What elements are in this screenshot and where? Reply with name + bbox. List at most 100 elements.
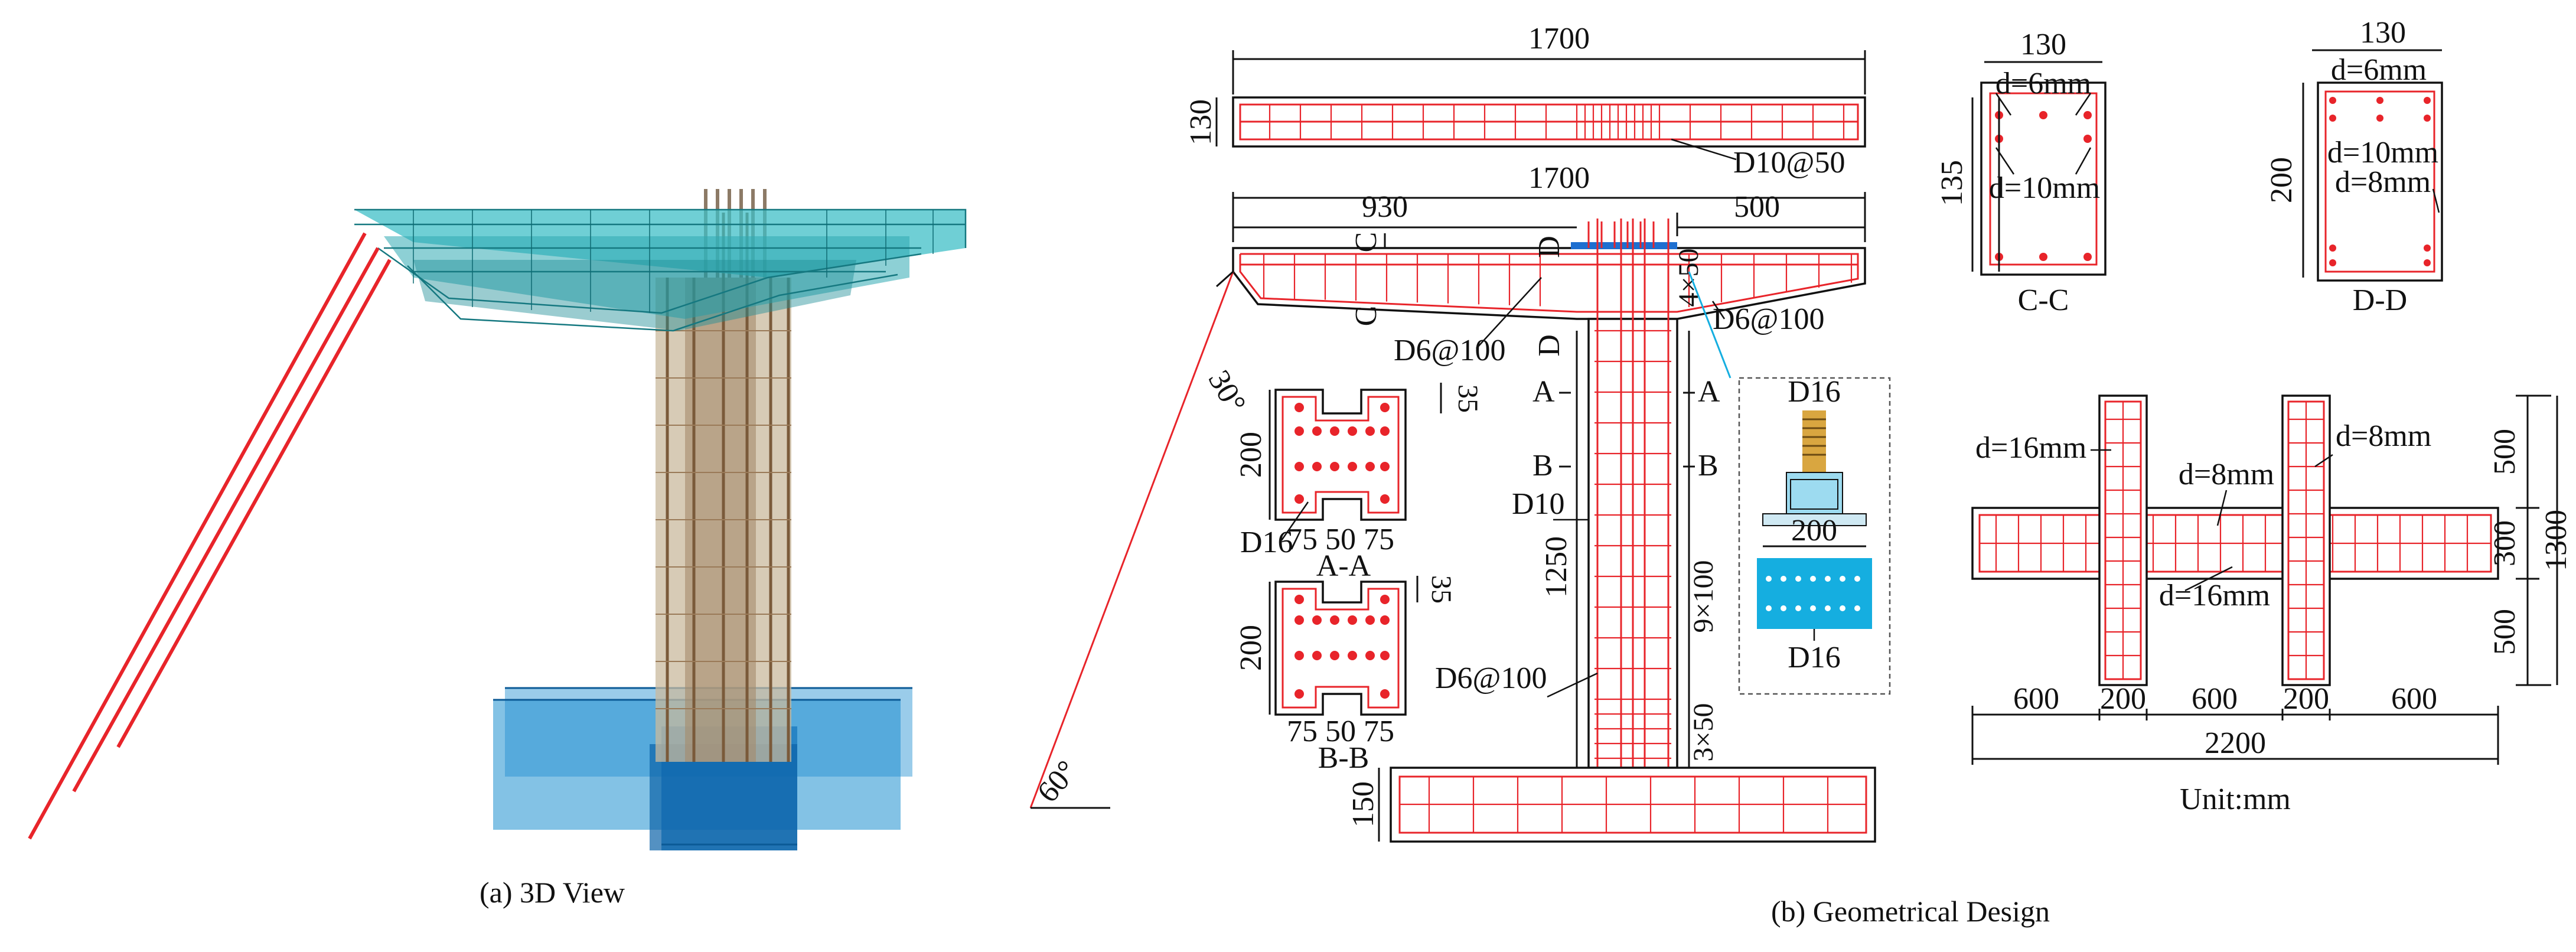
footing-plan: d=16mm d=8mm d=8mm d=16mm 600 200 600 20… [1971, 395, 2573, 816]
rebar-dot [2329, 115, 2336, 122]
rebar-dot [1294, 615, 1304, 625]
rebar-dot [1294, 426, 1304, 436]
caption-b: (b) Geometrical Design [1771, 895, 2050, 928]
dd-width: 130 [2360, 16, 2406, 50]
bb-height: 200 [1234, 625, 1268, 671]
rebar-dot [1825, 605, 1831, 611]
rebar-dot [2039, 253, 2047, 261]
3d-cables [28, 232, 392, 840]
geometrical-design: 1700 130 D10@50 1700 930 500 [1029, 16, 2573, 928]
sec-a-right: A [1698, 375, 1720, 409]
rebar-dot [1766, 605, 1772, 611]
rebar-dot [1294, 462, 1304, 471]
section-d-top: D [1532, 236, 1566, 258]
rebar-dot [1294, 595, 1304, 604]
rebar-dot [1294, 651, 1304, 660]
dd-stirrup: d=6mm [2331, 53, 2427, 87]
rebar-dot [1330, 651, 1339, 660]
footing-elevation: 150 [1346, 767, 1876, 843]
plan-d8-right: d=8mm [2336, 419, 2431, 453]
angle-30: 30° [1202, 365, 1253, 419]
angle-60: 60° [1031, 754, 1084, 808]
anchor-bar-top: D16 [1788, 375, 1841, 409]
rebar-dot [1380, 494, 1390, 504]
3d-deck [354, 208, 967, 332]
plan-unit: Unit:mm [2180, 783, 2291, 816]
plan-w1: 600 [2013, 682, 2059, 716]
top-beam: 1700 130 D10@50 [1184, 22, 1866, 180]
top-beam-height: 130 [1184, 99, 1218, 145]
plan-w2: 200 [2100, 682, 2146, 716]
rebar-dot [2083, 253, 2092, 261]
rebar-dot [1365, 462, 1375, 471]
cc-long: d=10mm [1989, 171, 2100, 205]
dd-height: 200 [2265, 157, 2298, 203]
column-spacing-mid: 9×100 [1688, 560, 1719, 633]
rebar-dot [1365, 651, 1375, 660]
rebar-dot [2424, 244, 2431, 252]
plan-h2: 300 [2488, 520, 2522, 566]
cc-label: C-C [2018, 283, 2069, 317]
plan-d16-mid: d=16mm [2159, 579, 2270, 612]
footing-height: 150 [1346, 781, 1380, 827]
plan-h3: 500 [2488, 609, 2522, 655]
plan-d16-left: d=16mm [1975, 431, 2086, 465]
rebar-dot [1766, 576, 1772, 582]
section-c-top: C [1349, 232, 1383, 253]
rebar-dot [1380, 689, 1390, 699]
plan-w4: 200 [2283, 682, 2329, 716]
rebar-dot [2424, 97, 2431, 104]
cap-stirrup-right: D6@100 [1713, 302, 1824, 336]
anchor-bar-bottom: D16 [1788, 641, 1841, 674]
rebar-dot [1380, 462, 1390, 471]
cap-width: 1700 [1528, 161, 1590, 195]
plan-total-h: 1300 [2539, 510, 2573, 571]
rebar-dot [1312, 615, 1322, 625]
rebar-dot [1312, 462, 1322, 471]
rebar-dot [1380, 651, 1390, 660]
rebar-dot [2039, 111, 2047, 119]
plan-w5: 600 [2391, 682, 2437, 716]
rebar-dot [1825, 576, 1831, 582]
plan-d8-mid: d=8mm [2179, 458, 2274, 491]
rebar-dot [1330, 426, 1339, 436]
rebar-dot [1365, 426, 1375, 436]
rebar-dot [1348, 426, 1357, 436]
rebar-dot [1810, 576, 1816, 582]
anchor-detail: D16 200 D16 [1738, 375, 1891, 695]
rebar-dot [1294, 689, 1304, 699]
column-stirrup: D6@100 [1435, 661, 1547, 695]
rebar-dot [1348, 651, 1357, 660]
dd-label: D-D [2353, 283, 2407, 317]
aa-height: 200 [1234, 432, 1268, 478]
sec-b-left: B [1532, 449, 1553, 482]
aa-label: A-A [1316, 549, 1371, 583]
cap-stirrup-left: D6@100 [1394, 334, 1505, 367]
rebar-dot [2376, 115, 2383, 122]
rebar-dot [2329, 244, 2336, 252]
column-long-bar: D10 [1512, 487, 1565, 521]
aa-widths: 75 50 75 [1287, 523, 1394, 556]
cap-anchor-plate [1571, 242, 1677, 249]
cap-left-dim: 930 [1362, 190, 1408, 224]
3d-view: (a) 3D View [28, 189, 967, 909]
rebar-dot [1380, 595, 1390, 604]
rebar-dot [1380, 403, 1390, 412]
rebar-dot [1330, 462, 1339, 471]
section-c-bottom: C [1349, 306, 1383, 327]
plan-h1: 500 [2488, 429, 2522, 475]
plan-total-w: 2200 [2205, 726, 2266, 760]
column-spacing-bot: 3×50 [1688, 703, 1719, 761]
plan-w3: 600 [2192, 682, 2238, 716]
sec-b-right: B [1698, 449, 1719, 482]
rebar-dot [2329, 97, 2336, 104]
aa-bar: D16 [1240, 526, 1293, 559]
dd-long1: d=10mm [2327, 136, 2438, 169]
cc-stirrup: d=6mm [1995, 67, 2091, 100]
rebar-dot [2376, 97, 2383, 104]
section-aa: 200 35 75 50 75 D16 A-A [1234, 383, 1483, 583]
rebar-dot [1795, 576, 1801, 582]
rebar-dot [1840, 576, 1845, 582]
